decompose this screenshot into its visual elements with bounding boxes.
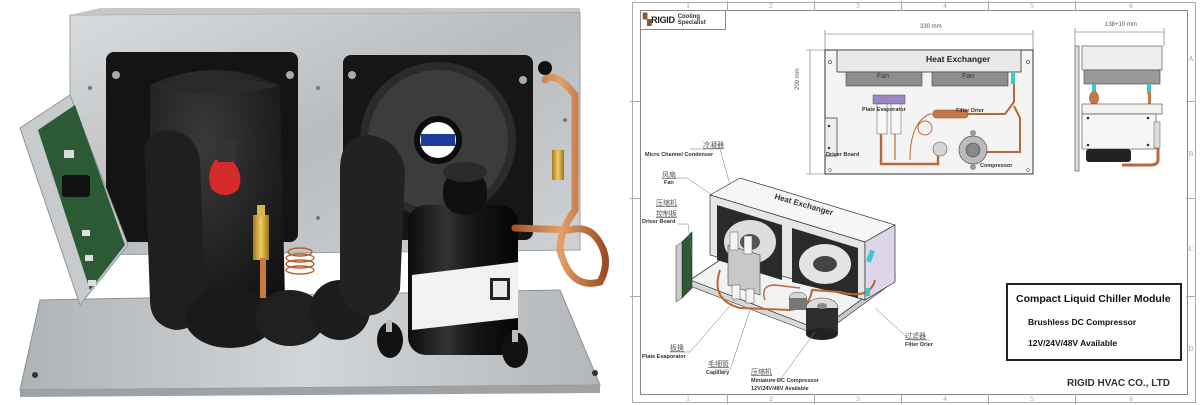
capillary-cn-label: 毛细管 bbox=[708, 360, 729, 368]
front-fan-left-label: Fan bbox=[877, 73, 890, 80]
compressor-en-label-1: Miniature DC Compressor bbox=[751, 378, 819, 384]
leader-lines bbox=[670, 148, 930, 381]
zone-divider bbox=[1186, 296, 1196, 297]
zone-top-3: 3 bbox=[856, 2, 860, 10]
zone-divider bbox=[901, 394, 902, 404]
zone-bottom-4: 4 bbox=[943, 395, 947, 403]
zone-top-4: 4 bbox=[943, 2, 947, 10]
zone-bottom-5: 5 bbox=[1030, 395, 1034, 403]
chiller-photo-illustration bbox=[19, 8, 609, 397]
zone-top-5: 5 bbox=[1030, 2, 1034, 10]
front-view bbox=[806, 30, 1034, 175]
isometric-view bbox=[675, 177, 896, 340]
zone-divider bbox=[1075, 1, 1076, 11]
title-block: Compact Liquid Chiller Module Brushless … bbox=[1006, 283, 1182, 361]
zone-top-2: 2 bbox=[769, 2, 773, 10]
zone-divider bbox=[630, 101, 640, 102]
zone-divider bbox=[901, 1, 902, 11]
condenser-cn-label: 冷凝器 bbox=[703, 141, 724, 149]
zone-divider bbox=[727, 1, 728, 11]
driver-cn-label-2: 控制板 bbox=[656, 210, 677, 218]
front-heat-exchanger-label: Heat Exchanger bbox=[926, 54, 991, 64]
title-block-line2: 12V/24V/48V Available bbox=[1028, 338, 1118, 348]
filter-en-label: Filter Drier bbox=[905, 342, 933, 348]
zone-bottom-1: 1 bbox=[686, 395, 690, 403]
zone-divider bbox=[988, 1, 989, 11]
zone-bottom-6: 6 bbox=[1129, 395, 1133, 403]
zone-divider bbox=[630, 296, 640, 297]
side-width-dimension: 138+10 mm bbox=[1105, 22, 1137, 28]
filter-cn-label: 过滤器 bbox=[905, 332, 926, 340]
zone-bottom-3: 3 bbox=[856, 395, 860, 403]
title-block-title: Compact Liquid Chiller Module bbox=[1016, 293, 1171, 305]
logo-brand-text: RIGID bbox=[651, 15, 675, 25]
compressor-cn-label: 压缩机 bbox=[751, 368, 772, 376]
zone-divider bbox=[630, 198, 640, 199]
driver-en-label: Driver Board bbox=[642, 219, 676, 225]
zone-divider bbox=[814, 394, 815, 404]
width-dimension: 330 mm bbox=[920, 24, 942, 30]
zone-divider bbox=[1075, 394, 1076, 404]
front-fan-right-label: Fan bbox=[962, 73, 975, 80]
drawing-inner-frame bbox=[640, 10, 1188, 395]
front-driver-board-label: Driver Board bbox=[826, 152, 860, 158]
side-view bbox=[1074, 28, 1165, 172]
zone-right-c: C bbox=[1188, 245, 1194, 253]
front-plate-evaporator-label: Plate Evaporator bbox=[862, 107, 906, 113]
front-compressor-label: Compressor bbox=[980, 163, 1013, 169]
zone-divider bbox=[1186, 198, 1196, 199]
zone-top-1: 1 bbox=[686, 2, 690, 10]
technical-drawing: 1 2 3 4 5 6 1 2 3 4 5 6 A B C D ▚RIGID C… bbox=[630, 0, 1200, 405]
company-logo: ▚RIGID Cooling Specialist bbox=[640, 10, 726, 30]
zone-divider bbox=[727, 394, 728, 404]
title-block-line1: Brushless DC Compressor bbox=[1028, 317, 1137, 327]
logo-tagline: Cooling Specialist bbox=[677, 13, 706, 26]
plate-cn-label: 板换 bbox=[670, 344, 684, 352]
capillary-en-label: Capillary bbox=[706, 370, 730, 376]
fan-en-label: Fan bbox=[664, 180, 674, 186]
zone-right-b: B bbox=[1188, 150, 1194, 158]
zone-right-a: A bbox=[1188, 55, 1194, 63]
zone-divider bbox=[1186, 101, 1196, 102]
zone-divider bbox=[988, 394, 989, 404]
company-name: RIGID HVAC CO., LTD bbox=[1067, 378, 1170, 389]
zone-bottom-2: 2 bbox=[769, 395, 773, 403]
compressor-en-label-2: 12V/24V/48V Available bbox=[751, 386, 809, 392]
driver-cn-label-1: 压缩机 bbox=[656, 199, 677, 207]
fan-cn-label: 风扇 bbox=[662, 171, 676, 179]
zone-top-6: 6 bbox=[1129, 2, 1133, 10]
logo-brand: ▚RIGID bbox=[643, 13, 675, 26]
zone-divider bbox=[814, 1, 815, 11]
condenser-en-label: Micro Channel Condenser bbox=[645, 152, 714, 158]
zone-right-d: D bbox=[1188, 345, 1194, 353]
logo-r-glyph: ▚ bbox=[643, 14, 652, 26]
front-filter-drier-label: Filter Drier bbox=[956, 108, 984, 114]
product-photo bbox=[19, 8, 609, 397]
drawing-outer-frame bbox=[632, 2, 1196, 403]
plate-en-label: Plate Evaporator bbox=[642, 354, 686, 360]
